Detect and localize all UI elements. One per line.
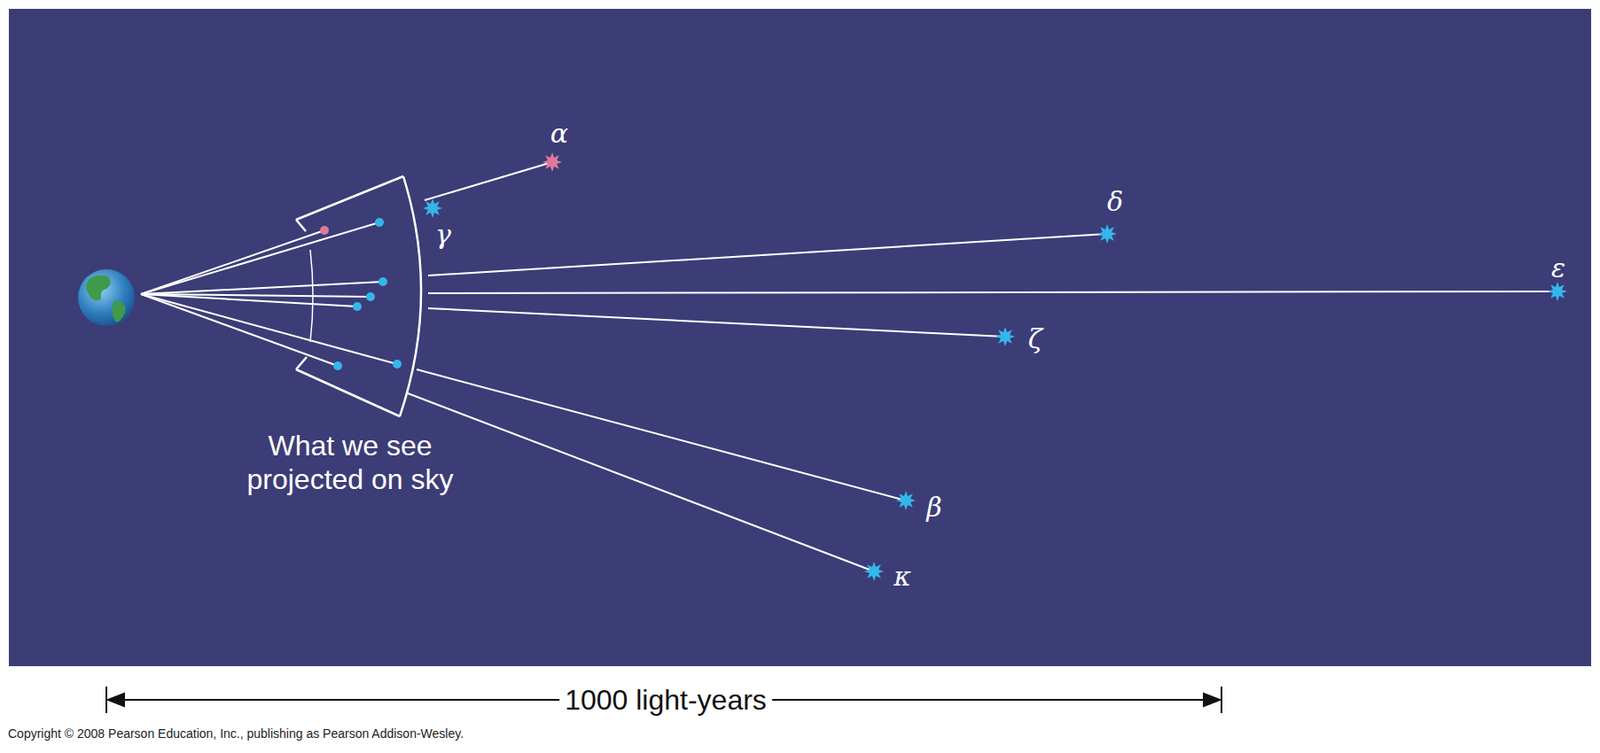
star (896, 491, 916, 511)
star (995, 327, 1015, 347)
star-label: δ (1107, 186, 1124, 218)
star (1097, 224, 1117, 244)
sight-line (140, 281, 383, 295)
star (542, 152, 562, 172)
sky-dot (352, 302, 362, 312)
earth-land (85, 275, 126, 323)
sight-line (428, 291, 1558, 294)
sight-line (140, 230, 325, 295)
sky-dot (378, 277, 388, 287)
star-label: ζ (1028, 323, 1043, 355)
sight-line (428, 234, 1108, 276)
star (1547, 281, 1568, 302)
outer-arc (399, 176, 422, 417)
sky-dot (320, 226, 329, 235)
scale-arrowhead (108, 694, 125, 707)
scale-label: 1000 light-years (559, 684, 773, 718)
sky-dot (392, 359, 402, 369)
sight-line (416, 369, 906, 501)
star-label: γ (435, 218, 452, 250)
caption-note: What we see projected on sky (221, 429, 479, 498)
star (864, 561, 884, 582)
space-panel (8, 8, 1592, 667)
inner-arc (310, 249, 313, 343)
star-label: κ (893, 561, 912, 593)
scale-arrowhead (1203, 694, 1220, 707)
sight-line (424, 162, 553, 201)
earth (78, 269, 135, 327)
earth-globe (78, 269, 135, 327)
sky-dot (374, 218, 384, 227)
star-label: α (550, 117, 569, 149)
sight-line (140, 294, 398, 365)
sight-lines (140, 162, 1558, 572)
sky-dot (333, 361, 343, 371)
sector-edge (296, 176, 404, 220)
sight-line (140, 294, 358, 307)
star (422, 198, 443, 219)
sky-dots (320, 218, 402, 371)
sight-line (140, 294, 338, 367)
sight-line (407, 393, 875, 572)
stars (422, 152, 1568, 582)
inner-tick (296, 357, 307, 370)
star-label: β (926, 491, 942, 523)
inner-tick (296, 219, 306, 232)
copyright-note: Copyright © 2008 Pearson Education, Inc.… (7, 726, 464, 742)
sky-dot (366, 292, 375, 302)
sky-sector (296, 176, 422, 417)
sector-edge (296, 369, 400, 417)
sight-line (428, 308, 1006, 337)
star-label: ε (1551, 252, 1566, 284)
